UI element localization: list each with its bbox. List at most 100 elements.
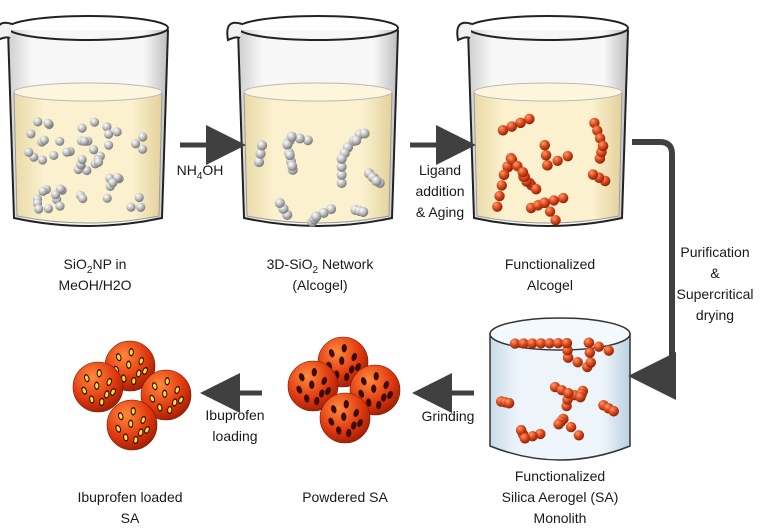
monolith-network-bead bbox=[503, 397, 515, 409]
loaded-ball-3-drug bbox=[173, 399, 177, 406]
monolith-network-bead bbox=[544, 338, 555, 349]
functionalized-network-bead bbox=[498, 169, 510, 181]
powder-ball-2-pore bbox=[319, 389, 325, 398]
powder-ball-1-pore bbox=[344, 372, 350, 382]
loaded-ball-4-drug bbox=[139, 429, 143, 436]
monolith-network bbox=[496, 337, 619, 444]
loaded-ball-4-drug bbox=[116, 426, 121, 432]
loaded-ball-2-drug bbox=[107, 379, 112, 385]
silica-particle bbox=[43, 118, 53, 128]
functionalized-network-bead bbox=[494, 190, 505, 202]
loaded-ball-3-drug bbox=[163, 390, 167, 397]
loaded-caption: Ibuprofen loaded SA bbox=[77, 489, 183, 526]
beaker-2-liquid bbox=[243, 91, 393, 224]
loaded-ball-3 bbox=[140, 369, 192, 421]
beaker2-caption: 3D-SiO2 Network (Alcogel) bbox=[266, 256, 374, 293]
silica-network-bead bbox=[284, 150, 295, 161]
functionalized-network-bead bbox=[562, 151, 574, 162]
functionalized-network-bead bbox=[550, 215, 561, 226]
arrow2-label: Ligand addition & Aging bbox=[415, 162, 465, 220]
powder-ball-2-pore bbox=[321, 376, 328, 386]
monolith-network-bead bbox=[553, 419, 564, 430]
powder-ball-4-pore bbox=[328, 417, 335, 426]
loaded-ball-1-drug bbox=[129, 349, 133, 356]
silica-particle bbox=[138, 144, 148, 154]
powder-ball-4-pore bbox=[351, 421, 357, 430]
loaded-ball-4-drug bbox=[141, 417, 146, 423]
powder-ball-1-pore bbox=[328, 349, 335, 358]
loaded-ball-3-drug bbox=[150, 396, 155, 402]
arrow-step3 bbox=[628, 139, 676, 400]
loaded-ball-4-drug bbox=[134, 437, 138, 443]
beaker-3-liquid-surface bbox=[473, 82, 623, 102]
monolith-network-bead bbox=[584, 347, 596, 358]
arrow4-label: Grinding bbox=[421, 408, 475, 424]
functionalized-network-bead bbox=[557, 192, 569, 204]
silica-particle bbox=[34, 204, 44, 214]
monolith-network-bead bbox=[575, 391, 586, 403]
loaded-ball-1-drug bbox=[139, 358, 144, 364]
silica-network-bead bbox=[294, 133, 305, 144]
loaded-ball-2-drug bbox=[97, 370, 101, 377]
loaded-ball-1-drug bbox=[127, 361, 131, 368]
powder-ball-2-pore bbox=[296, 385, 303, 394]
loaded-ball-4 bbox=[106, 399, 158, 451]
loaded-ball-2-drug bbox=[100, 399, 104, 405]
powder-ball-4-pore bbox=[330, 405, 337, 414]
monolith-network-bead bbox=[565, 421, 577, 433]
loaded-ball-4-drug bbox=[129, 420, 133, 427]
powder-ball-4-pore bbox=[357, 419, 363, 427]
powder-ball-2-pore bbox=[298, 373, 305, 382]
loaded-ball-2-drug bbox=[90, 396, 94, 403]
silica-particle bbox=[102, 193, 112, 203]
silica-particle bbox=[77, 154, 87, 165]
functionalized-network-bead bbox=[544, 206, 556, 217]
loaded-ball-2-drug bbox=[82, 388, 87, 394]
functionalized-network-bead bbox=[542, 160, 553, 171]
powder-ball-3-pore bbox=[366, 398, 372, 407]
powder-ball-3-pore bbox=[381, 393, 387, 402]
silica-particle bbox=[39, 135, 49, 145]
silica-particle bbox=[134, 192, 144, 203]
loaded-ball-2-drug bbox=[84, 375, 89, 381]
silica-particle bbox=[102, 122, 112, 132]
beaker3-caption: Functionalized Alcogel bbox=[504, 256, 596, 293]
silica-particle bbox=[55, 201, 65, 211]
powder-ball-4-pore bbox=[343, 400, 349, 409]
powder-ball-4-pore bbox=[341, 412, 347, 421]
loaded-ball-4-drug bbox=[131, 408, 135, 415]
powder-ball-2-pore bbox=[325, 387, 331, 395]
beaker1-caption: SiO2NP in MeOH/H2O bbox=[58, 256, 132, 293]
silica-particle bbox=[104, 129, 114, 139]
monolith-network-bead bbox=[573, 430, 585, 441]
powder-ball-4-pore bbox=[346, 428, 352, 438]
functionalized-network-bead bbox=[552, 155, 563, 166]
monolith-caption: Functionalized Silica Aerogel (SA) Monol… bbox=[501, 468, 619, 526]
powder-ball-3-pore bbox=[376, 400, 382, 410]
beaker-2 bbox=[226, 15, 399, 227]
powder-ball-2-pore bbox=[309, 380, 315, 389]
dispersed-nanoparticles bbox=[24, 117, 148, 214]
silica-particle bbox=[78, 193, 88, 204]
silica-particle bbox=[43, 204, 54, 214]
silica-particle bbox=[55, 136, 65, 146]
silica-particle bbox=[104, 140, 114, 150]
monolith-network-bead bbox=[572, 357, 583, 368]
functionalized-network-bead bbox=[517, 167, 529, 178]
powder-ball-3-pore bbox=[371, 384, 377, 393]
monolith-network-bead bbox=[593, 341, 605, 352]
loaded-ball-1-drug bbox=[143, 368, 147, 374]
loaded-ball-4-drug bbox=[145, 427, 149, 433]
loaded-ball-3-drug bbox=[179, 397, 183, 403]
functionalized-network bbox=[492, 113, 611, 226]
silica-network-bead bbox=[274, 197, 285, 208]
powder-ball-1-pore bbox=[339, 356, 345, 365]
functionalized-network-bead bbox=[492, 201, 503, 212]
silica-particle bbox=[50, 190, 61, 200]
silica-particle bbox=[26, 129, 36, 139]
loaded-ball-3-drug bbox=[152, 383, 157, 389]
silica-particle bbox=[93, 157, 104, 167]
loaded-ball-3-drug bbox=[175, 387, 180, 393]
silica-network-bead bbox=[282, 139, 293, 150]
